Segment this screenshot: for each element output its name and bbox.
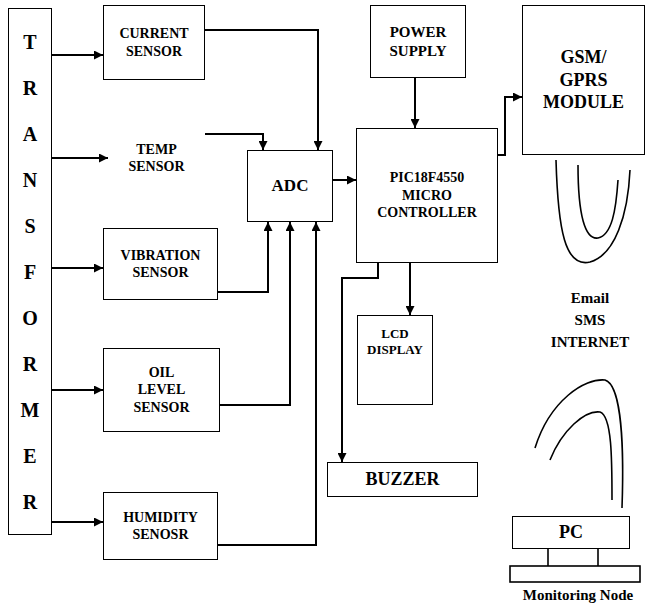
signal-arrow xyxy=(52,521,103,523)
node-caption: Monitoring Node xyxy=(508,586,648,604)
box-label: PIC18F4550 MICRO CONTROLLER xyxy=(365,169,489,222)
link-label: SMS xyxy=(540,311,640,329)
pc-box: PC xyxy=(512,516,630,549)
display-box: LCD DISPLAY xyxy=(357,315,433,405)
signal-arrow xyxy=(218,222,268,292)
link-label: Email xyxy=(540,289,640,307)
signal-arrow xyxy=(333,179,356,181)
sensor-box: VIBRATION SENSOR xyxy=(103,228,218,300)
signal-arrow xyxy=(52,267,103,269)
wireless-link-curve xyxy=(578,165,618,238)
box-label: LCD DISPLAY xyxy=(363,326,427,359)
signal-arrow xyxy=(52,389,103,391)
sensor-box: OIL LEVEL SENSOR xyxy=(103,348,220,432)
buzzer-box: BUZZER xyxy=(327,462,478,497)
power-box: POWER SUPPLY xyxy=(370,5,466,78)
box-label: GSM/ GPRS MODULE xyxy=(540,46,628,114)
signal-arrow xyxy=(414,78,416,128)
box-label: ADC xyxy=(272,175,309,196)
box-label: POWER SUPPLY xyxy=(376,23,460,61)
signal-arrow xyxy=(52,54,103,56)
box-label: BUZZER xyxy=(365,468,439,491)
signal-arrow xyxy=(52,157,108,159)
signal-arrow xyxy=(498,97,522,155)
signal-arrow xyxy=(205,30,318,150)
wireless-link-curve xyxy=(535,380,623,508)
box-label: VIBRATION SENSOR xyxy=(111,247,211,282)
signal-arrow xyxy=(220,222,290,405)
wireless-link-curve xyxy=(550,412,612,500)
box-label: PC xyxy=(559,521,583,544)
box-label: HUMIDITY SENOSR xyxy=(111,509,211,544)
box-label: TEMP SENSOR xyxy=(116,141,198,176)
wireless-link-curve xyxy=(556,160,630,263)
signal-arrow xyxy=(218,222,316,545)
link-label: INTERNET xyxy=(540,333,640,351)
sensor-label-node: TEMP SENSOR xyxy=(108,128,205,188)
transformer-box: TRANSFORMER xyxy=(8,8,52,535)
signal-arrow xyxy=(205,134,263,150)
adc-box: ADC xyxy=(247,150,333,222)
box-label: CURRENT SENSOR xyxy=(109,25,199,60)
controller-box: PIC18F4550 MICRO CONTROLLER xyxy=(356,128,498,263)
signal-arrow xyxy=(409,263,411,315)
module-box: GSM/ GPRS MODULE xyxy=(522,5,645,155)
box-label: TRANSFORMER xyxy=(20,19,40,525)
sensor-box: HUMIDITY SENOSR xyxy=(103,492,218,560)
keyboard-symbol xyxy=(510,566,640,582)
sensor-box: CURRENT SENSOR xyxy=(103,5,205,80)
box-label: OIL LEVEL SENSOR xyxy=(129,364,195,417)
